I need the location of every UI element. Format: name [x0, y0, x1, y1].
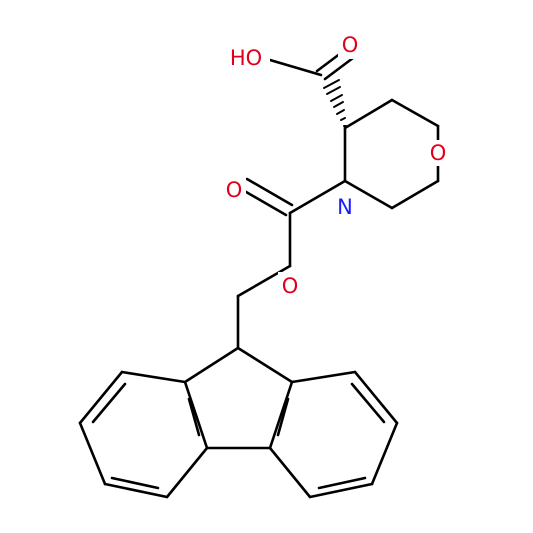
bond-rb-inner-3 [350, 382, 386, 424]
bond-ester-o-ch2 [236, 264, 292, 298]
ring-nitrogen-label: N [337, 195, 353, 219]
bond-rb-2 [268, 446, 312, 499]
ester-oxygen-label: O [282, 274, 299, 298]
bond-rb-1 [268, 380, 294, 450]
bond-lb-inner-2 [110, 476, 160, 490]
acid-carbonyl-oxygen-atom: O [338, 31, 360, 59]
bond-lb-4 [78, 421, 107, 486]
bond-carbamate-c-o-double-1 [239, 187, 288, 217]
bond-c9-left-ring [183, 346, 240, 384]
bond-c2-ring-o [390, 98, 440, 128]
carbamate-carbonyl-oxygen-label: O [226, 178, 243, 202]
bond-lb-1 [183, 380, 209, 450]
atom-labels: HO O O N O O [222, 31, 449, 300]
bond-rb-inner-1 [276, 397, 290, 437]
bond-rb-6 [290, 370, 357, 384]
bond-c3-c2 [343, 98, 394, 130]
bond-lb-5 [78, 370, 124, 425]
bond-acid-c-o-double-2 [323, 56, 355, 81]
bond-lb-6 [120, 370, 187, 384]
acid-carbonyl-oxygen-label: O [342, 33, 359, 57]
stereo-hashed-wedge-bond [323, 79, 347, 127]
bond-rb-3 [308, 482, 374, 499]
bond-c9-right-ring [236, 346, 294, 384]
bonds [78, 48, 440, 499]
bond-c6-c5 [390, 179, 440, 210]
ring-oxygen-label: O [430, 141, 447, 165]
bond-lb-2 [165, 446, 209, 499]
bond-n-carbamate-c [288, 179, 347, 215]
bond-lb-inner-3 [91, 382, 127, 424]
bond-carbamate-c-o-double-2 [245, 177, 294, 207]
bond-rb-5 [353, 370, 399, 425]
ring-oxygen-atom: O [427, 140, 449, 166]
bond-c5-n [343, 179, 394, 210]
bond-lb-inner-1 [187, 397, 201, 437]
bond-lb-3 [103, 482, 169, 499]
acid-hydroxyl-atom: HO [224, 44, 270, 72]
carbamate-carbonyl-oxygen-atom: O [222, 176, 246, 204]
bond-acid-c-oh [268, 58, 323, 77]
bond-rb-4 [370, 421, 399, 486]
ring-nitrogen-atom: N [333, 194, 357, 220]
bond-rb-inner-2 [317, 476, 367, 490]
acid-hydroxyl-label: HO [230, 46, 262, 70]
ester-oxygen-atom: O [278, 272, 302, 300]
